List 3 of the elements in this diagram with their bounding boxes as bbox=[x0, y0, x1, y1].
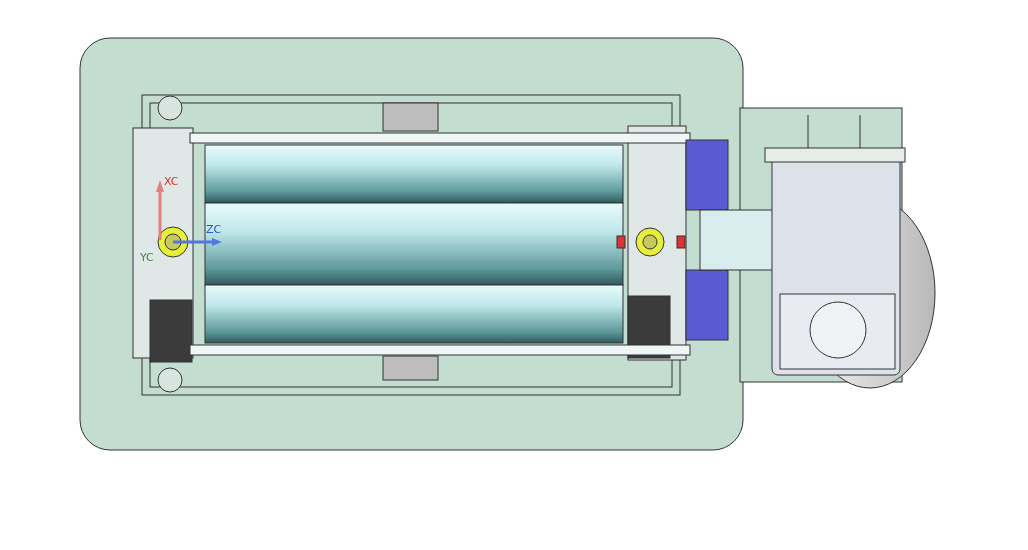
axis-label: ZC bbox=[206, 224, 222, 236]
axis-label: YC bbox=[140, 252, 154, 264]
axis-label: XC bbox=[164, 176, 179, 188]
